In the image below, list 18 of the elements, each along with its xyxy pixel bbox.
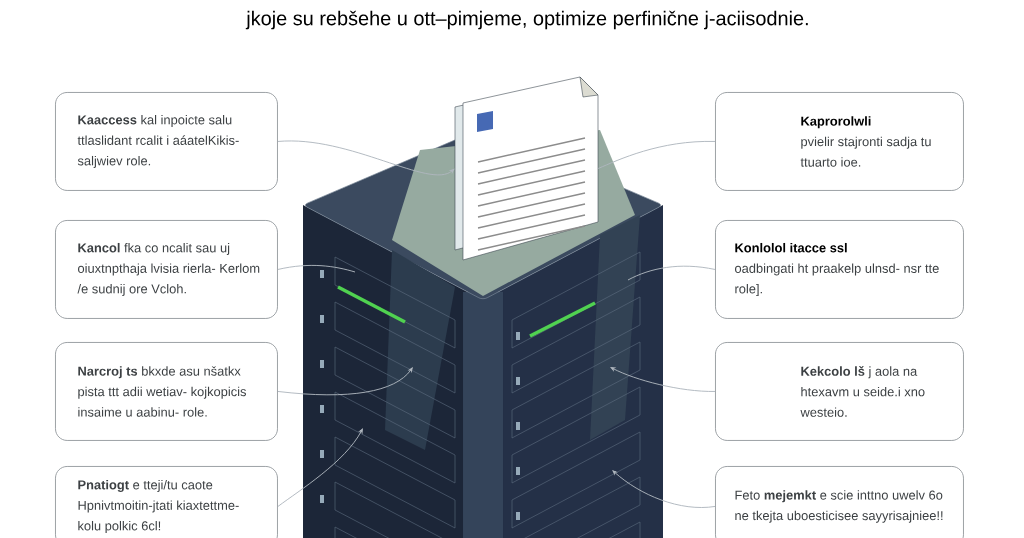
leader-line: [277, 428, 363, 507]
leader-line: [612, 470, 716, 508]
leader-line: [597, 141, 716, 169]
callout-box: Kaaccess kal inpoicte salu ttlaslidant rcalit i aáatelKikis- saljwiev role.: [55, 92, 278, 191]
callout-box: Pnatiogt e tteji/tu caote Hpnivtmoitin-jtati kiaxtettme- kolu polkic 6cl!: [55, 466, 278, 538]
leader-line: [277, 140, 455, 176]
leader-line: [627, 265, 716, 281]
callout-box: Kaprorolwli pvielir stajronti sadja tu ttuarto ioe.: [715, 92, 964, 191]
callout-box: Kekcolo lš j aola na htexavm u seide.i xno westeio.: [715, 342, 964, 441]
callout-box: Kancol fka co ncalit sau uj oiuxtnpthaja lvisia rierla- Kerlom /e sudnij ore Vcloh.: [55, 220, 278, 319]
leader-line: [277, 264, 356, 273]
callout-box: Feto mejemkt e scie inttno uwelv 6o ne tkejta uboesticisee sayyrisajniee!!: [715, 466, 964, 538]
callout-box: Narcroj ts bkxde asu nšatkx pista ttt adii wetiav- kojkopicis insaime u aabinu- role.: [55, 342, 278, 441]
document-drawing: [454, 76, 599, 261]
title: jkoje su rebšehe u ott–pimjeme, optimize perfinične j-aciisodnie.: [245, 10, 808, 30]
leader-line: [610, 367, 716, 392]
leader-line: [277, 367, 413, 396]
callout-box: Konlolol itacce ssl oadbingati ht praakelp ulnsd- nsr tte role].: [715, 220, 964, 319]
